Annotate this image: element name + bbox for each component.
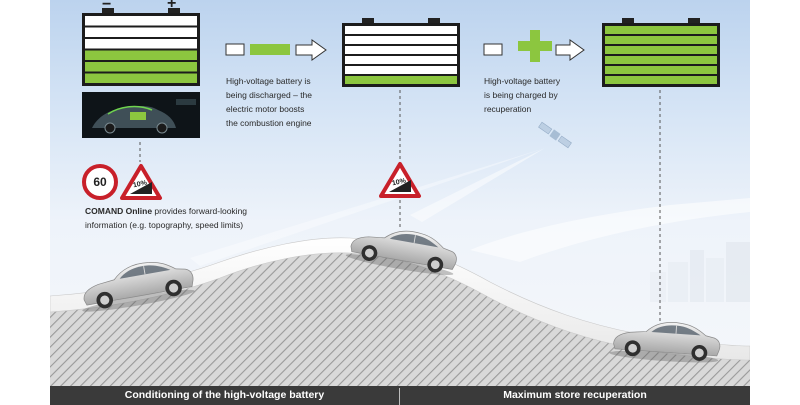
battery-cell-charged — [85, 62, 197, 72]
battery-cell-charged — [605, 36, 717, 44]
car-display-image — [82, 92, 200, 138]
battery-cell-empty — [85, 39, 197, 49]
road — [50, 237, 750, 361]
skyline — [650, 242, 750, 302]
battery-cell-charged — [605, 66, 717, 74]
battery-conditioning — [82, 8, 200, 86]
comand-caption: COMAND Online provides forward-looking i… — [85, 204, 315, 232]
discharge-caption-line: being discharged – the — [226, 90, 313, 100]
battery-cell-charged — [605, 76, 717, 84]
discharge-flow — [225, 39, 327, 61]
terrain — [50, 241, 750, 386]
battery-discharging — [342, 18, 460, 87]
battery-cell-empty — [345, 26, 457, 34]
speed-limit-sign-icon — [82, 164, 118, 200]
plus-icon: + — [167, 0, 177, 12]
plus-charge-icon — [518, 30, 552, 62]
charge-caption-line: recuperation — [484, 104, 532, 114]
comand-caption-line: COMAND Online provides forward-looking — [85, 204, 315, 218]
battery-cell-empty — [345, 66, 457, 74]
section-label-right: Maximum store recuperation — [503, 389, 647, 401]
minus-icon: − — [102, 0, 112, 13]
satellite-icon — [538, 121, 572, 149]
arrow-right-icon — [295, 39, 327, 61]
battery-cell-charged — [345, 76, 457, 84]
battery-cell-charged — [605, 26, 717, 34]
section-divider — [399, 388, 400, 405]
battery-cell-charged — [605, 56, 717, 64]
comand-caption-text: provides forward-looking — [152, 206, 248, 216]
charge-caption: High-voltage battery is being charged by… — [484, 74, 594, 116]
battery-cell-charged — [85, 73, 197, 83]
section-bar — [50, 386, 750, 405]
battery-cell-empty — [345, 56, 457, 64]
discharge-caption-line: electric motor boosts — [226, 104, 305, 114]
battery-cell-empty — [345, 46, 457, 54]
charge-caption-line: is being charged by — [484, 90, 558, 100]
diagram-canvas: − + 60 10% 10% High-voltage battery is b… — [50, 0, 750, 405]
gradient-warning-sign-icon — [379, 162, 421, 198]
section-label-left: Conditioning of the high-voltage battery — [124, 389, 325, 401]
battery-charging — [602, 18, 720, 87]
satellite-beams — [190, 148, 545, 266]
battery-cell-charged — [85, 50, 197, 60]
scene-svg — [50, 8, 750, 386]
arrow-right-icon — [555, 39, 585, 61]
comand-caption-line: information (e.g. topography, speed limi… — [85, 220, 244, 230]
battery-cell-empty — [85, 16, 197, 26]
comand-online-label: COMAND Online — [85, 206, 153, 216]
discharge-caption-line: the combustion engine — [226, 118, 312, 128]
battery-cell-empty — [85, 27, 197, 37]
battery-cell-charged — [605, 46, 717, 54]
gradient-warning-sign-icon — [120, 164, 162, 200]
guide-lines — [139, 90, 661, 322]
discharge-caption-line: High-voltage battery is — [226, 76, 311, 86]
charge-flow — [483, 30, 585, 62]
discharge-caption: High-voltage battery is being discharged… — [226, 74, 336, 130]
battery-cells — [85, 16, 197, 83]
charge-caption-line: High-voltage battery — [484, 76, 561, 86]
speed-limit-value: 60 — [93, 175, 107, 189]
battery-cell-empty — [345, 36, 457, 44]
